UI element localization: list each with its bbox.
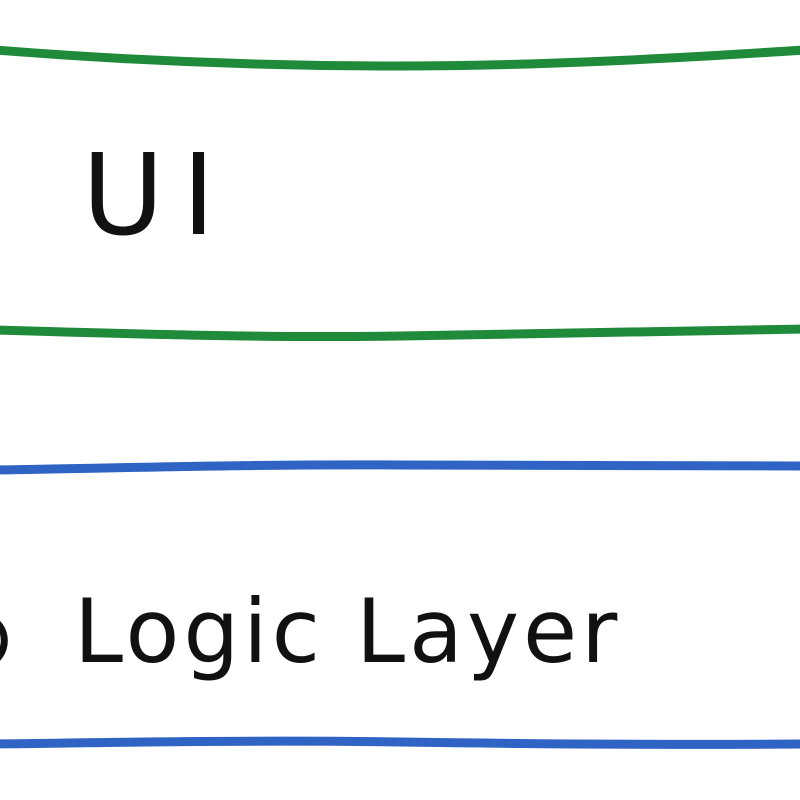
- ui-layer: UI: [0, 45, 800, 342]
- ui-layer-label: UI: [82, 131, 233, 261]
- logic-layer: Logic Layer: [0, 460, 800, 749]
- logic-layer-top-border: [0, 460, 800, 475]
- logic-layer-label: Logic Layer: [74, 580, 621, 683]
- logic-layer-left-fragment: [0, 621, 8, 661]
- ui-layer-top-border: [0, 45, 800, 71]
- logic-layer-bottom-border: [0, 736, 800, 749]
- ui-layer-bottom-border: [0, 324, 800, 342]
